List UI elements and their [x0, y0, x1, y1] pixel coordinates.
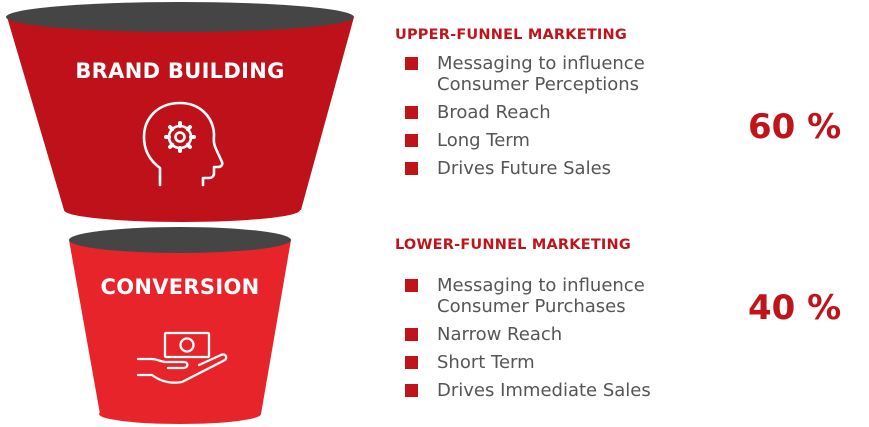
bullet-square-icon: [405, 134, 418, 147]
bullet-text-line: Long Term: [437, 130, 530, 151]
bullet-square-icon: [405, 162, 418, 175]
bullet-text-line: Narrow Reach: [437, 324, 563, 345]
bullet-square-icon: [405, 279, 418, 292]
lower-stage-title: CONVERSION: [100, 275, 260, 299]
head-gear-icon: [142, 101, 224, 187]
bullet-text-line: Consumer Perceptions: [437, 74, 640, 95]
bullet-square-icon: [405, 328, 418, 341]
bullet-text-line: Drives Future Sales: [437, 158, 612, 179]
list-item: Drives Immediate Sales: [397, 380, 651, 401]
upper-bullet-list: Messaging to influence Consumer Percepti…: [397, 53, 645, 186]
list-item: Messaging to influence Consumer Percepti…: [397, 53, 645, 95]
bullet-text-line: Consumer Purchases: [437, 296, 626, 317]
upper-funnel-rim: [6, 2, 354, 32]
bullet-square-icon: [405, 356, 418, 369]
lower-percentage: 40 %: [748, 288, 842, 328]
bullet-square-icon: [405, 106, 418, 119]
list-item: Messaging to influence Consumer Purchase…: [397, 275, 651, 317]
upper-section-heading: UPPER-FUNNEL MARKETING: [395, 27, 627, 43]
bullet-square-icon: [405, 57, 418, 70]
upper-funnel-body: [7, 17, 354, 210]
lower-section-heading: LOWER-FUNNEL MARKETING: [395, 237, 631, 253]
hand-money-icon: [136, 331, 228, 384]
bullet-square-icon: [405, 384, 418, 397]
bullet-text-line: Broad Reach: [437, 102, 551, 123]
bullet-text-line: Messaging to influence: [437, 275, 645, 296]
list-item: Drives Future Sales: [397, 158, 645, 179]
upper-stage-title: BRAND BUILDING: [75, 59, 285, 83]
upper-funnel-bottom: [64, 198, 300, 222]
lower-bullet-list: Messaging to influence Consumer Purchase…: [397, 275, 651, 408]
lower-funnel-body: [69, 240, 291, 414]
bullet-text-line: Messaging to influence: [437, 53, 645, 74]
bullet-text-line: Short Term: [437, 352, 535, 373]
list-item: Narrow Reach: [397, 324, 651, 345]
lower-funnel-bottom: [99, 404, 261, 424]
bullet-text-line: Drives Immediate Sales: [437, 380, 651, 401]
lower-funnel-rim: [69, 227, 291, 253]
list-item: Short Term: [397, 352, 651, 373]
list-item: Broad Reach: [397, 102, 645, 123]
list-item: Long Term: [397, 130, 645, 151]
upper-percentage: 60 %: [748, 107, 842, 147]
